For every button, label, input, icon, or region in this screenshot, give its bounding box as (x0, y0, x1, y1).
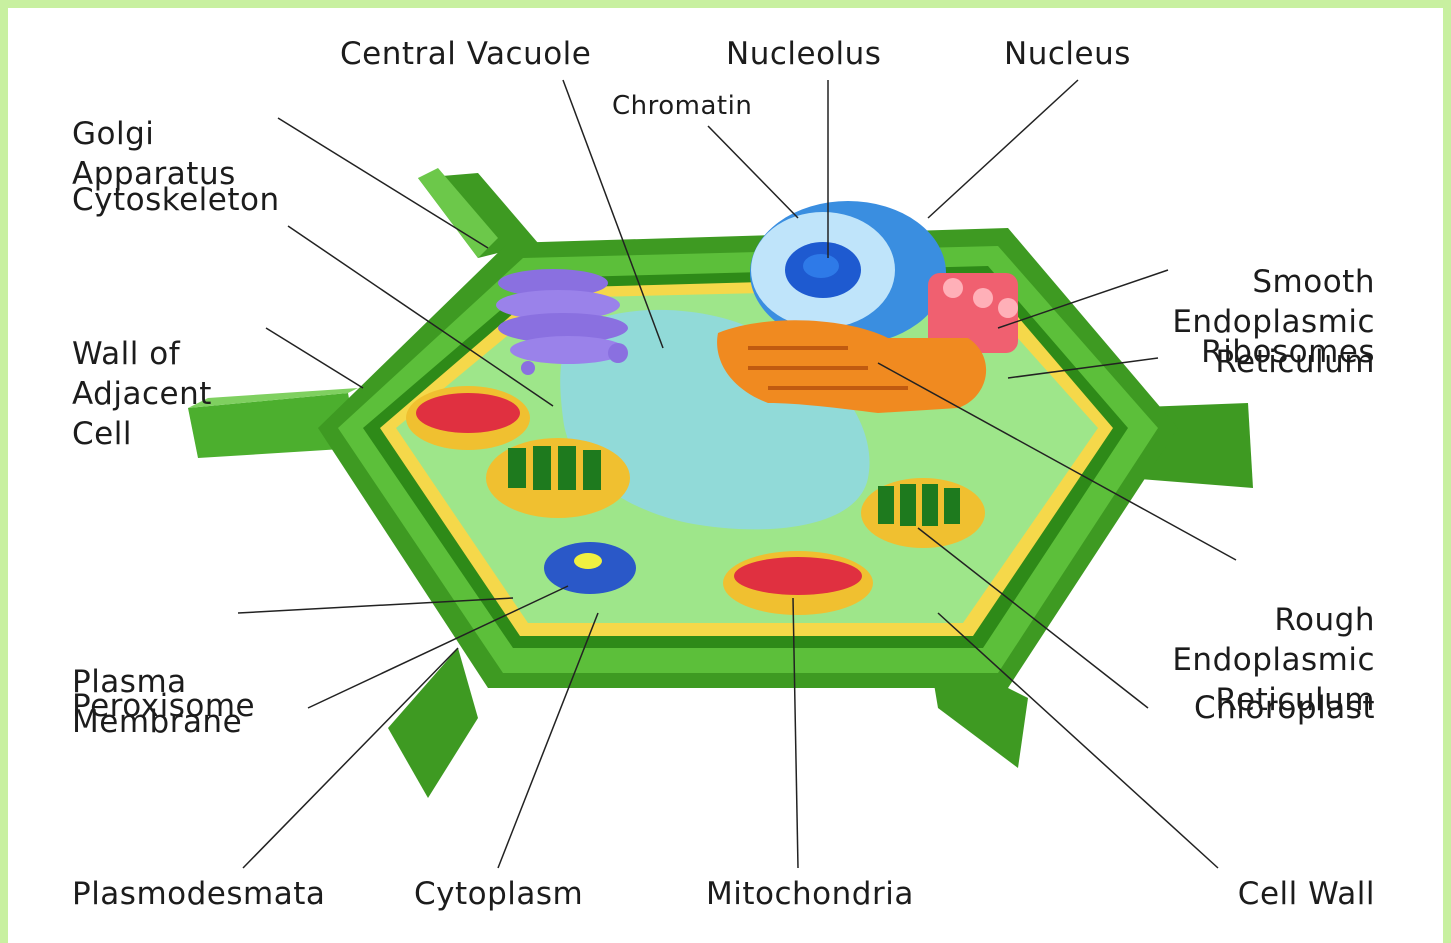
label-plasmodesmata: Plasmodesmata (72, 874, 325, 914)
label-peroxisome: Peroxisome (72, 686, 255, 726)
label-rough-er: RoughEndoplasmicReticulum (1172, 520, 1375, 800)
label-ribosomes: Ribosomes (1201, 332, 1375, 372)
mitochondrion-bottom-shape (723, 551, 873, 615)
chloroplast-left-shape (486, 438, 630, 518)
label-chloroplast: Chloroplast (1194, 688, 1375, 728)
label-golgi-apparatus: GolgiApparatus (72, 34, 236, 274)
label-cytoplasm: Cytoplasm (414, 874, 583, 914)
chloroplast-right-shape (861, 478, 985, 548)
label-central-vacuole: Central Vacuole (340, 34, 591, 74)
label-chromatin: Chromatin (612, 90, 752, 122)
label-smooth-er: SmoothEndoplasmicReticulum (1172, 182, 1375, 462)
label-nucleus: Nucleus (1004, 34, 1131, 74)
label-nucleolus: Nucleolus (726, 34, 881, 74)
peroxisome-shape (544, 542, 636, 594)
diagram-frame: GolgiApparatus Central Vacuole Nucleolus… (8, 8, 1443, 943)
label-cell-wall: Cell Wall (1238, 874, 1375, 914)
label-wall-of-adjacent-cell: Wall ofAdjacentCell (72, 254, 212, 534)
label-mitochondria: Mitochondria (706, 874, 914, 914)
label-cytoskeleton: Cytoskeleton (72, 180, 280, 220)
mitochondrion-left-shape (406, 386, 530, 450)
